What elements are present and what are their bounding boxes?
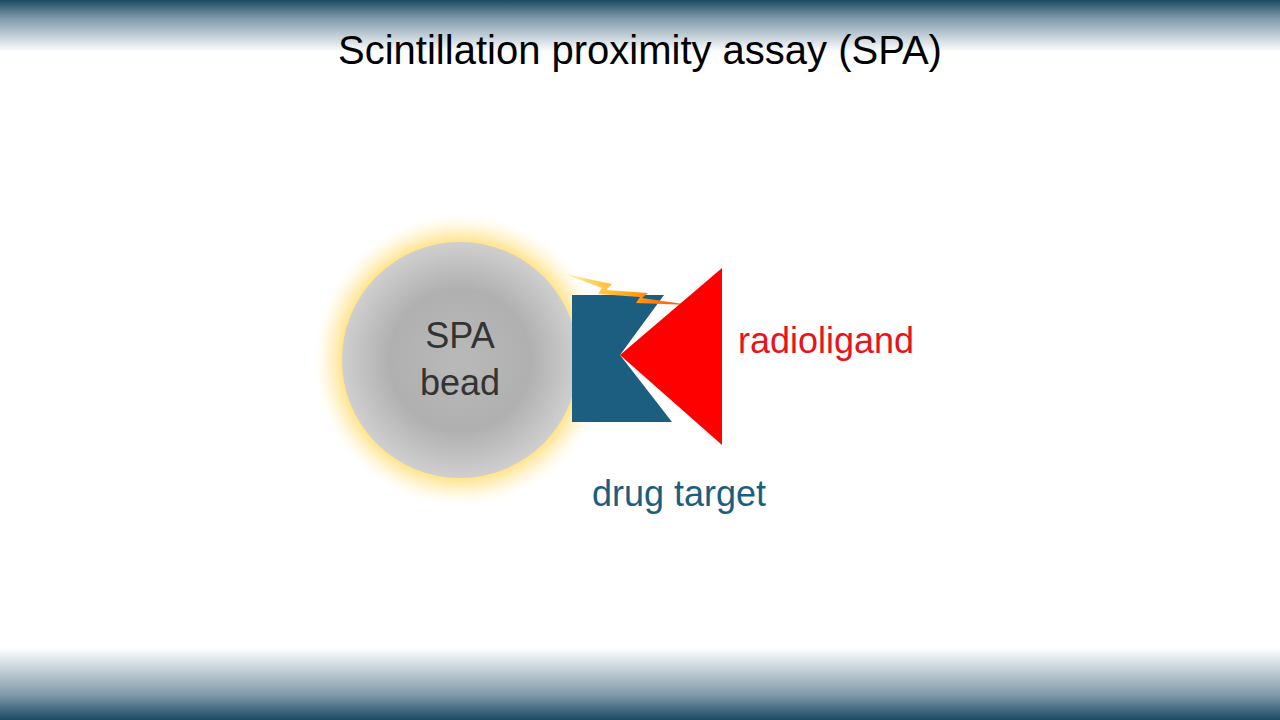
- radioligand-triangle: radioligand: [620, 268, 722, 445]
- bead-circle: [342, 242, 578, 478]
- title: Scintillation proximity assay (SPA): [0, 28, 1280, 73]
- ligand-triangle: [620, 268, 722, 445]
- scintillation-bolt: [565, 274, 690, 305]
- bead-glow: [314, 214, 606, 506]
- spa-bead-shape: [342, 242, 578, 478]
- ligand-label: radioligand: [738, 318, 998, 365]
- bead-label: SPA bead: [400, 313, 520, 407]
- radioligand-triangle-shape: [620, 268, 722, 445]
- bottom-bar: [0, 648, 1280, 720]
- spa-bead: SPA bead: [342, 242, 578, 478]
- target-label: drug target: [592, 471, 852, 518]
